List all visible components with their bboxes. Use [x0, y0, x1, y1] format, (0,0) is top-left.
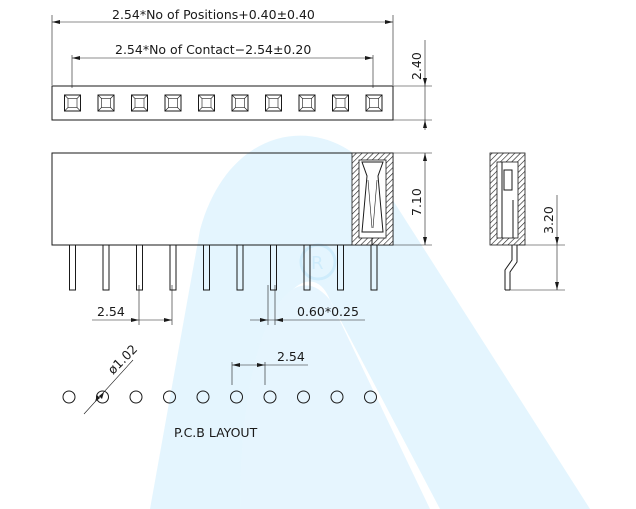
pcb-hole [297, 390, 310, 404]
pcb-hole [62, 390, 76, 404]
pin [236, 244, 244, 291]
contact-cell [164, 94, 182, 112]
front-cross-section [351, 152, 394, 246]
contact-cell [97, 94, 115, 112]
top-contact-cells [64, 94, 383, 112]
pcb-holes [62, 390, 377, 404]
pcb-hole [196, 390, 210, 404]
total-length-dimension: 2.54*No of Positions+0.40±0.40 [112, 7, 315, 22]
side-pin-length-dimension: 3.20 [541, 206, 556, 234]
svg-text:R: R [311, 253, 324, 274]
pin [203, 244, 210, 291]
pcb-hole [230, 390, 243, 404]
contact-cell [265, 94, 282, 112]
pcb-hole [129, 390, 143, 404]
pcb-pitch-dimension: 2.54 [277, 349, 305, 364]
contact-cell [64, 94, 81, 112]
front-pins [69, 244, 378, 291]
pin [136, 244, 143, 291]
pin [270, 244, 277, 291]
pcb-hole [364, 390, 377, 404]
pin-size-dimension: 0.60*0.25 [297, 304, 359, 319]
pcb-hole [330, 390, 344, 404]
watermark-logo: R [60, 135, 590, 509]
pcb-layout-label: P.C.B LAYOUT [174, 425, 258, 440]
contact-cell [131, 94, 148, 112]
contact-cell [298, 94, 316, 112]
pin-pitch-dimension: 2.54 [97, 304, 125, 319]
contact-length-dimension: 2.54*No of Contact−2.54±0.20 [115, 42, 311, 57]
front-height-dimension: 7.10 [409, 188, 424, 216]
front-view: 7.10 2.54 0.60*0.25 [51, 152, 432, 325]
top-body [51, 85, 394, 121]
pin [169, 244, 177, 291]
pcb-hole [163, 390, 176, 404]
top-view: 2.54*No of Positions+0.40±0.40 2.54*No o… [51, 7, 432, 130]
pin [370, 244, 378, 291]
pcb-hole [263, 390, 277, 404]
contact-cell [365, 94, 383, 112]
pin [69, 244, 76, 291]
pin [303, 244, 311, 291]
contact-cell [231, 94, 249, 112]
top-height-dimension: 2.40 [409, 52, 424, 80]
contact-cell [198, 94, 215, 112]
contact-cell [332, 94, 349, 112]
pin [102, 244, 110, 291]
side-view: 3.20 [489, 152, 565, 291]
pin [337, 244, 344, 291]
